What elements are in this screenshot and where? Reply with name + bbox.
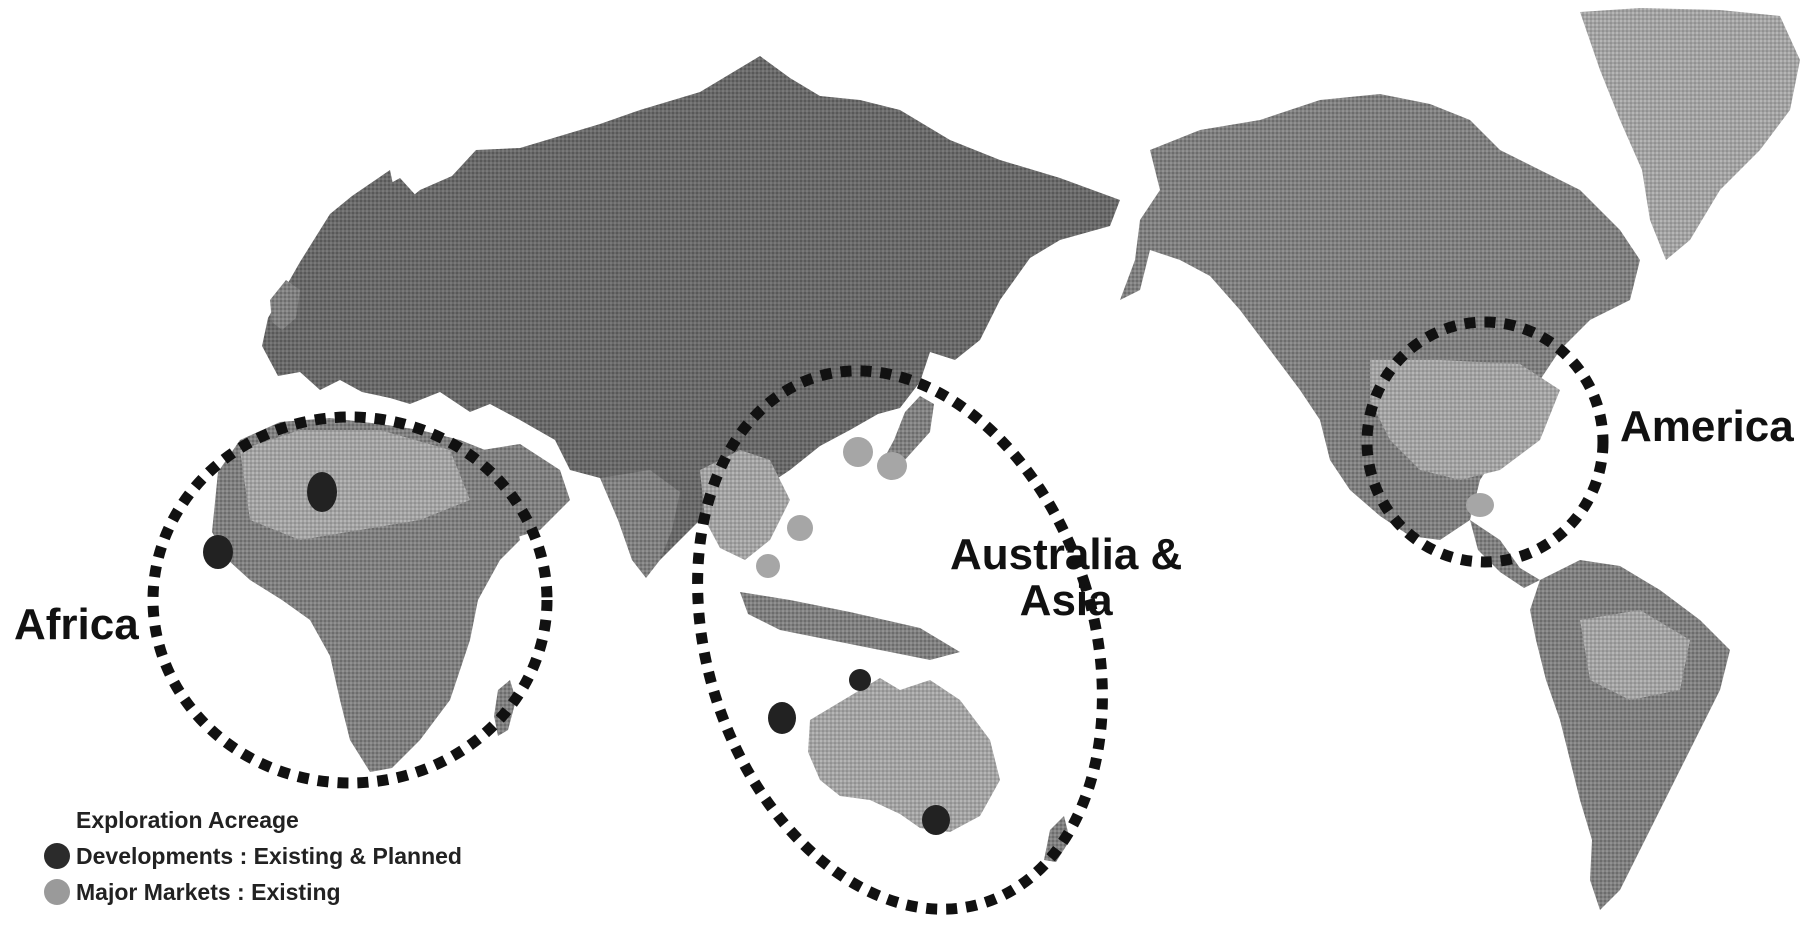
legend-title-text: Exploration Acreage (76, 806, 299, 833)
development-marker-west-africa (203, 535, 233, 569)
grey-dot-icon (44, 879, 70, 905)
development-marker-northwest-australia (768, 702, 796, 734)
madagascar (494, 680, 516, 736)
africa-region-circle (147, 411, 553, 789)
legend-item-developments: Developments : Existing & Planned (44, 838, 462, 874)
eurasia-landmass (262, 56, 1120, 560)
india (600, 470, 680, 578)
north-america-landmass (1120, 94, 1640, 540)
map-legend: Exploration Acreage Developments : Exist… (44, 802, 462, 910)
market-marker-taiwan (787, 515, 813, 541)
legend-title: Exploration Acreage (44, 802, 462, 838)
australia-asia-label-line2: Asia (1019, 576, 1113, 626)
sahara-highlight (240, 430, 470, 540)
australia-asia-region-circle (692, 365, 1108, 915)
australia-asia-region-label: Australia & Asia (950, 530, 1183, 626)
australia-asia-label-line1: Australia & (950, 530, 1183, 579)
market-marker-japan (877, 452, 907, 480)
america-region-label: America (1620, 402, 1794, 451)
africa-region-label: Africa (14, 600, 139, 649)
america-region-circle (1361, 316, 1609, 568)
market-marker-korea (843, 437, 873, 467)
legend-item-label: Major Markets : Existing (76, 878, 341, 905)
development-marker-north-africa (307, 472, 337, 512)
british-isles (270, 280, 300, 330)
indonesia (740, 592, 960, 660)
amazon-highlight (1580, 610, 1690, 700)
development-marker-north-australia (849, 669, 871, 691)
australia-landmass (808, 678, 1000, 832)
greenland (1580, 8, 1800, 260)
legend-item-markets: Major Markets : Existing (44, 874, 462, 910)
japan (882, 396, 934, 470)
legend-item-label: Developments : Existing & Planned (76, 842, 462, 869)
scandinavia (330, 178, 420, 276)
dark-dot-icon (44, 843, 70, 869)
market-marker-india (756, 554, 780, 578)
usa-highlight (1370, 360, 1560, 480)
development-marker-south-australia (922, 805, 950, 835)
central-america (1470, 520, 1540, 588)
market-marker-north-america (1466, 493, 1494, 517)
